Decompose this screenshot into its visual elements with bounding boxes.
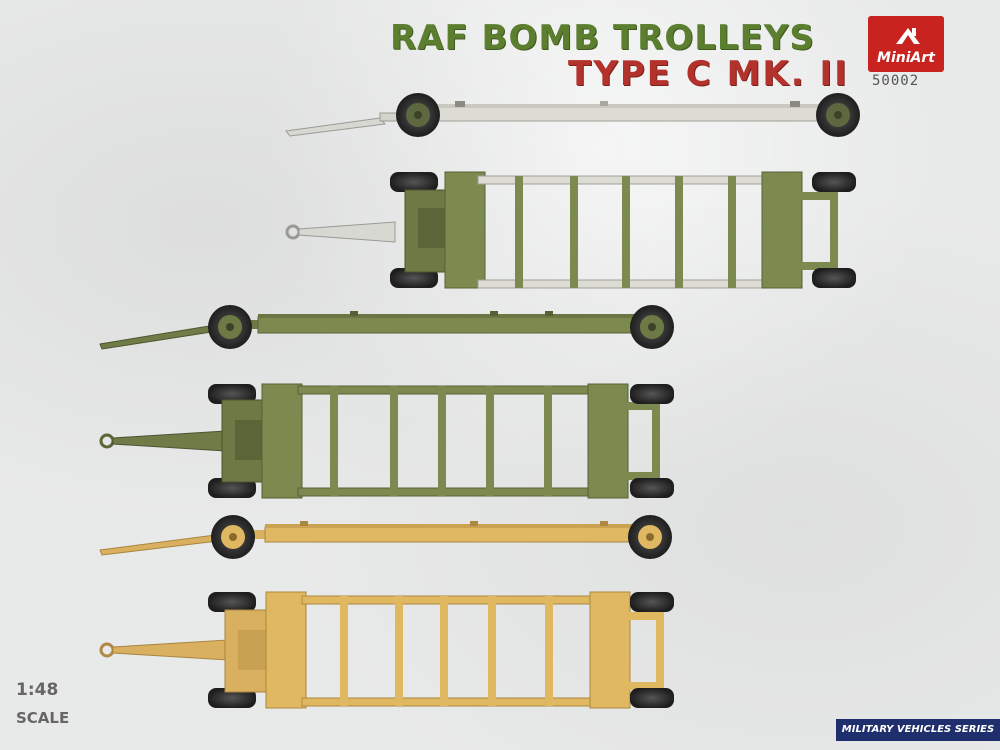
title-line-2: TYPE C MK. II — [568, 54, 849, 94]
title-line-1: RAF BOMB TROLLEYS — [390, 18, 815, 58]
wheel-icon — [816, 93, 860, 137]
trolley-sand-top-view — [99, 591, 674, 709]
wheel-icon — [630, 305, 674, 349]
logo-text: MiniArt — [877, 50, 935, 66]
scale-label: SCALE — [16, 709, 70, 727]
series-badge: MILITARY VEHICLES SERIES — [836, 719, 1000, 741]
wheel-icon — [211, 515, 255, 559]
logo-roof-icon — [896, 28, 920, 44]
miniart-logo: MiniArt — [868, 16, 944, 72]
wheel-icon — [208, 305, 252, 349]
trolley-sand-side-view — [99, 515, 672, 559]
trolley-olive-side-view — [99, 305, 674, 350]
trolley-olive-top-view — [99, 383, 674, 499]
catalog-number: 50002 — [872, 73, 920, 89]
wheel-icon — [628, 515, 672, 559]
trolley-white-side-view — [285, 93, 860, 137]
wheel-icon — [396, 93, 440, 137]
scale-value: 1:48 — [16, 680, 59, 700]
trolley-white-top-view — [285, 171, 856, 289]
